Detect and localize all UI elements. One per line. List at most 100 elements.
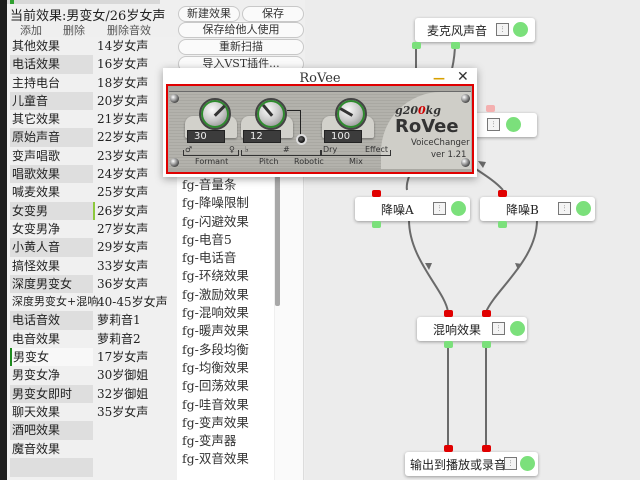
- category-item[interactable]: 电音效果: [12, 331, 61, 346]
- equalizer-icon[interactable]: ⫶: [558, 202, 571, 215]
- plugin-item[interactable]: fg-激励效果: [182, 286, 249, 302]
- plugin-item[interactable]: fg-变声效果: [182, 414, 249, 430]
- preset-item[interactable]: 14岁女声: [97, 39, 149, 53]
- category-item[interactable]: 其他效果: [12, 39, 61, 53]
- plugin-item[interactable]: fg-混响效果: [182, 305, 249, 321]
- category-item[interactable]: 女变男: [10, 201, 93, 220]
- equalizer-icon[interactable]: ⫶: [487, 118, 500, 131]
- category-item[interactable]: 搞怪效果: [12, 258, 61, 273]
- status-led-icon[interactable]: [510, 321, 525, 336]
- input-pin[interactable]: [498, 190, 507, 197]
- output-pin[interactable]: [451, 42, 460, 49]
- preset-item[interactable]: 35岁女声: [97, 404, 149, 419]
- category-item[interactable]: 魔音效果: [12, 441, 61, 456]
- add-button[interactable]: 添加: [20, 24, 42, 37]
- preset-item[interactable]: 18岁女声: [97, 75, 149, 90]
- node-denoise-b[interactable]: 降噪B ⫶: [480, 197, 595, 221]
- category-item[interactable]: 电话效果: [10, 55, 93, 74]
- plugin-item[interactable]: fg-多段均衡: [182, 341, 249, 357]
- node-microphone[interactable]: 麦克风声音 ⫶: [415, 18, 535, 42]
- category-item[interactable]: 变声唱歌: [12, 148, 61, 163]
- output-pin[interactable]: [482, 341, 491, 348]
- status-led-icon[interactable]: [506, 117, 521, 132]
- preset-item[interactable]: 27岁女声: [97, 221, 149, 236]
- plugin-item[interactable]: fg-音量条: [182, 177, 237, 192]
- category-item[interactable]: 聊天效果: [12, 404, 61, 419]
- equalizer-icon[interactable]: ⫶: [492, 322, 505, 335]
- category-item[interactable]: 其它效果: [12, 112, 61, 127]
- plugin-item[interactable]: fg-回荡效果: [182, 378, 249, 394]
- scroll-thumb[interactable]: [275, 176, 280, 306]
- equalizer-icon[interactable]: ⫶: [504, 457, 517, 470]
- preset-item[interactable]: 萝莉音1: [97, 313, 141, 328]
- plugin-item[interactable]: fg-均衡效果: [182, 359, 249, 375]
- plugin-item[interactable]: fg-电音5: [182, 231, 232, 247]
- input-pin[interactable]: [482, 310, 491, 317]
- output-pin[interactable]: [444, 341, 453, 348]
- formant-value[interactable]: 30: [187, 130, 225, 143]
- input-pin[interactable]: [482, 445, 491, 452]
- plugin-item[interactable]: fg-电话音: [182, 250, 237, 266]
- status-led-icon[interactable]: [513, 22, 528, 37]
- close-button[interactable]: ✕: [457, 69, 469, 85]
- input-pin[interactable]: [372, 190, 381, 197]
- preset-item[interactable]: 40-45岁女声: [97, 295, 168, 310]
- output-pin[interactable]: [412, 42, 421, 49]
- plugin-item[interactable]: fg-变声器: [182, 433, 237, 449]
- preset-item[interactable]: 30岁御姐: [97, 368, 149, 383]
- preset-item[interactable]: 24岁女声: [97, 167, 149, 182]
- category-item-selected[interactable]: 男变女: [10, 348, 93, 367]
- category-item[interactable]: 电话音效: [10, 311, 93, 330]
- plugin-item[interactable]: fg-闪避效果: [182, 213, 249, 229]
- plugin-item[interactable]: fg-降噪限制: [182, 195, 249, 211]
- robotic-button[interactable]: [296, 134, 307, 145]
- preset-item[interactable]: 16岁女声: [97, 57, 149, 72]
- output-pin[interactable]: [372, 221, 381, 228]
- preset-item[interactable]: 17岁女声: [97, 350, 149, 365]
- preset-item[interactable]: 29岁女声: [97, 240, 149, 255]
- node-denoise-a[interactable]: 降噪A ⫶: [355, 197, 470, 221]
- category-item[interactable]: 男变女即时: [10, 384, 93, 403]
- preset-item[interactable]: 萝莉音2: [97, 331, 141, 346]
- category-item[interactable]: 原始声音: [10, 128, 93, 147]
- delete-button[interactable]: 删除: [63, 24, 85, 37]
- rovee-plugin-window[interactable]: RoVee — ✕ 30 ♂ ♀ Formant 12 ♭ # P: [163, 68, 477, 177]
- node-reverb[interactable]: 混响效果 ⫶: [417, 317, 527, 341]
- category-item[interactable]: 喊麦效果: [12, 185, 61, 200]
- output-pin[interactable]: [498, 221, 507, 228]
- preset-item[interactable]: 36岁女声: [97, 276, 149, 291]
- preset-item[interactable]: 22岁女声: [97, 130, 149, 145]
- category-item[interactable]: 小黄人音: [10, 238, 93, 257]
- preset-item[interactable]: 20岁女声: [97, 93, 149, 108]
- mix-knob[interactable]: [335, 98, 367, 130]
- save-for-others-button[interactable]: 保存给他人使用: [178, 22, 304, 38]
- equalizer-icon[interactable]: ⫶: [433, 202, 446, 215]
- save-button[interactable]: 保存: [242, 6, 304, 22]
- rescan-button[interactable]: 重新扫描: [178, 39, 304, 55]
- equalizer-icon[interactable]: ⫶: [496, 23, 509, 36]
- preset-item[interactable]: 25岁女声: [97, 185, 149, 200]
- preset-item[interactable]: 33岁女声: [97, 258, 149, 273]
- delete-sound-button[interactable]: 删除音效: [107, 24, 151, 37]
- category-item[interactable]: 酒吧效果: [10, 421, 93, 440]
- pitch-knob[interactable]: [255, 98, 287, 130]
- plugin-item[interactable]: fg-暖声效果: [182, 323, 249, 339]
- preset-item[interactable]: 32岁御姐: [97, 386, 149, 401]
- plugin-item[interactable]: fg-环绕效果: [182, 268, 249, 284]
- preset-item[interactable]: 21岁女声: [97, 112, 149, 127]
- new-effect-button[interactable]: 新建效果: [178, 6, 240, 22]
- minimize-button[interactable]: —: [433, 71, 445, 85]
- status-led-icon[interactable]: [576, 201, 591, 216]
- preset-item-selected[interactable]: 26岁女声: [93, 201, 177, 220]
- input-pin[interactable]: [486, 105, 495, 112]
- plugin-item[interactable]: fg-双音效果: [182, 451, 249, 467]
- status-led-icon[interactable]: [451, 201, 466, 216]
- category-item[interactable]: 女变男净: [12, 221, 61, 236]
- category-item[interactable]: 深度男变女: [10, 274, 93, 294]
- input-pin[interactable]: [444, 445, 453, 452]
- category-item[interactable]: 男变女净: [12, 368, 61, 383]
- category-item[interactable]: 唱歌效果: [10, 165, 93, 184]
- category-item[interactable]: 儿童音: [10, 91, 93, 111]
- plugin-list-scrollbar[interactable]: [275, 176, 280, 480]
- node-output[interactable]: 输出到播放或录音 ⫶: [405, 452, 538, 476]
